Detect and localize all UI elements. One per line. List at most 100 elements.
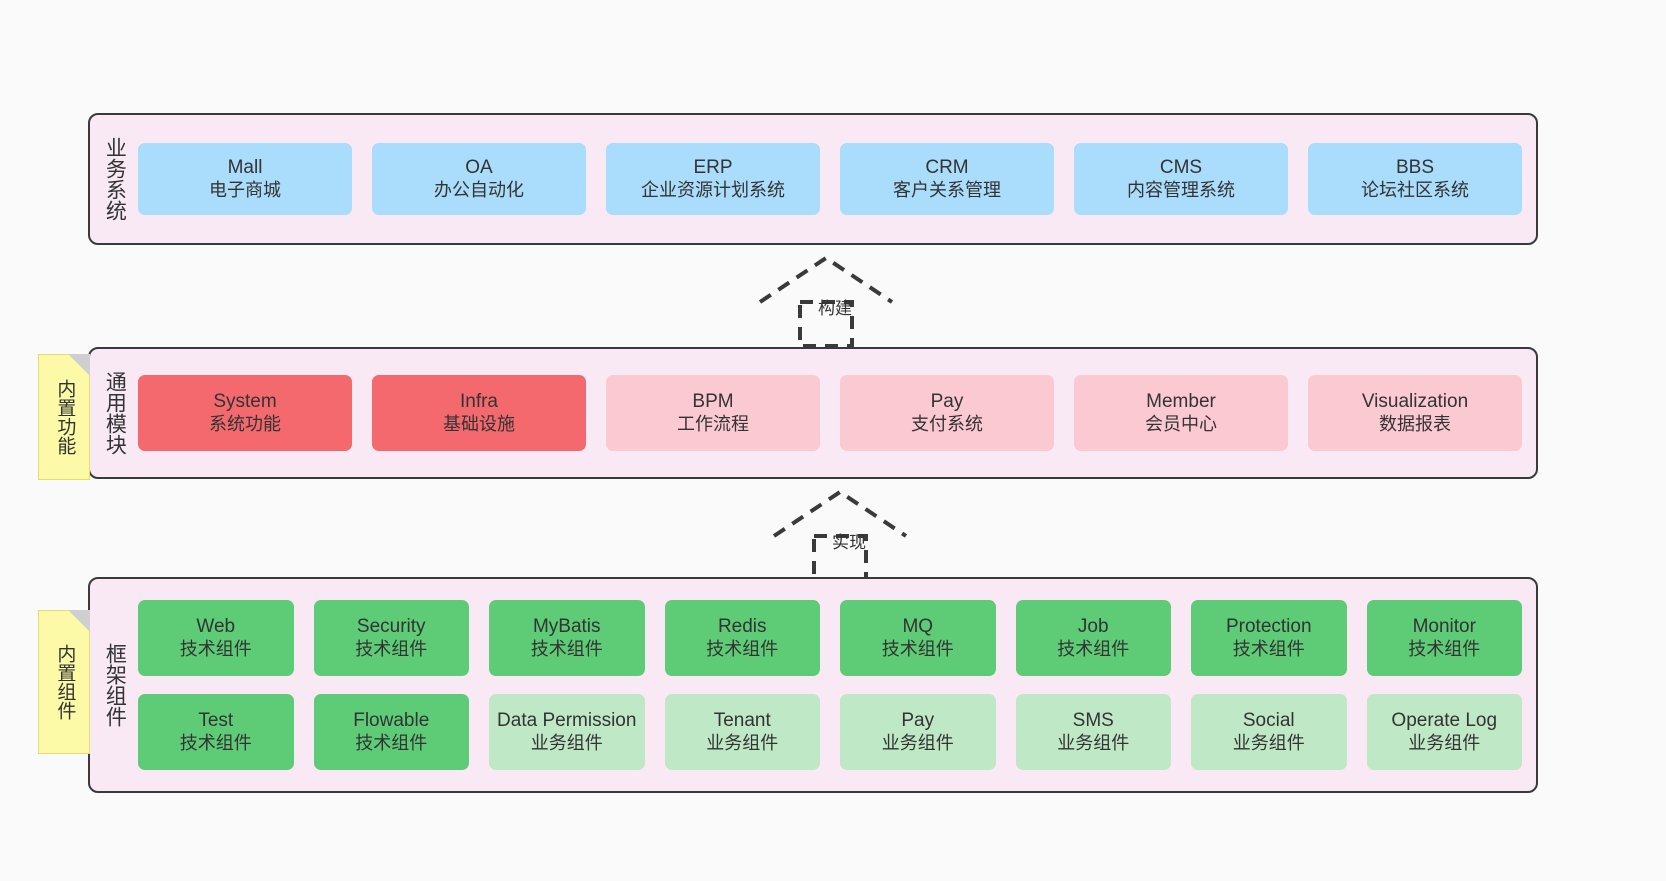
module-card-system[interactable]: System 系统功能 <box>138 375 352 451</box>
module-card-infra[interactable]: Infra 基础设施 <box>372 375 586 451</box>
connector-build-label: 构建 <box>818 299 852 318</box>
layer-common-modules: 通用模块 System 系统功能 Infra 基础设施 BPM 工作流程 Pay… <box>88 347 1538 479</box>
connector-implement-label: 实现 <box>832 533 866 552</box>
layer-framework-components-title: 框架组件 <box>103 643 127 727</box>
layer-common-modules-body: System 系统功能 Infra 基础设施 BPM 工作流程 Pay 支付系统… <box>138 349 1536 477</box>
layer-framework-components: 框架组件 Web 技术组件 Security 技术组件 MyBatis 技术组件… <box>88 577 1538 793</box>
layer-business-systems-body: Mall 电子商城 OA 办公自动化 ERP 企业资源计划系统 CRM 客户关系… <box>138 115 1536 243</box>
module-card-pay-name: Pay <box>930 391 964 413</box>
module-card-bbs-name: BBS <box>1395 157 1435 179</box>
module-card-data-permission[interactable]: Data Permission 业务组件 <box>489 694 645 770</box>
module-card-pay-business-name: Pay <box>901 710 935 732</box>
module-card-flowable-name: Flowable <box>353 710 430 732</box>
layer-business-systems: 业务系统 Mall 电子商城 OA 办公自动化 ERP 企业资源计划系统 CRM… <box>88 113 1538 245</box>
module-card-social-desc: 业务组件 <box>1232 732 1305 753</box>
module-card-monitor-desc: 技术组件 <box>1408 638 1481 659</box>
module-card-flowable[interactable]: Flowable 技术组件 <box>313 694 469 770</box>
module-card-web-name: Web <box>196 616 236 638</box>
module-card-monitor-name: Monitor <box>1412 616 1476 638</box>
module-card-test[interactable]: Test 技术组件 <box>138 694 294 770</box>
module-card-protection-name: Protection <box>1225 616 1312 638</box>
module-card-pay-desc: 支付系统 <box>911 413 983 434</box>
module-card-bpm-name: BPM <box>692 391 734 413</box>
module-card-mall-name: Mall <box>227 157 263 179</box>
module-card-mybatis-name: MyBatis <box>532 616 601 638</box>
layer-common-modules-title: 通用模块 <box>103 371 127 455</box>
module-card-system-desc: 系统功能 <box>209 413 281 434</box>
module-card-mq[interactable]: MQ 技术组件 <box>840 600 996 676</box>
module-card-pay-business-desc: 业务组件 <box>881 732 954 753</box>
module-card-social[interactable]: Social 业务组件 <box>1191 694 1347 770</box>
module-card-mall[interactable]: Mall 电子商城 <box>138 143 352 215</box>
connector-build: 构建 <box>752 254 932 350</box>
module-card-mybatis[interactable]: MyBatis 技术组件 <box>489 600 645 676</box>
module-card-erp[interactable]: ERP 企业资源计划系统 <box>606 143 820 215</box>
module-card-tenant-name: Tenant <box>713 710 771 732</box>
module-card-sms[interactable]: SMS 业务组件 <box>1015 694 1171 770</box>
module-card-bbs-desc: 论坛社区系统 <box>1361 179 1469 200</box>
module-card-redis-name: Redis <box>717 616 767 638</box>
module-card-pay[interactable]: Pay 支付系统 <box>840 375 1054 451</box>
module-card-data-permission-desc: 业务组件 <box>530 732 603 753</box>
module-card-job-name: Job <box>1077 616 1109 638</box>
implement-arrowhead-icon <box>772 489 908 538</box>
module-card-data-permission-name: Data Permission <box>497 710 637 732</box>
module-card-pay-business[interactable]: Pay 业务组件 <box>840 694 996 770</box>
module-card-mall-desc: 电子商城 <box>209 179 281 200</box>
module-card-security-desc: 技术组件 <box>355 638 428 659</box>
module-card-cms[interactable]: CMS 内容管理系统 <box>1074 143 1288 215</box>
module-card-social-name: Social <box>1242 710 1295 732</box>
build-arrow-stem-icon <box>798 300 854 348</box>
module-card-oa-name: OA <box>465 157 493 179</box>
module-card-job[interactable]: Job 技术组件 <box>1015 600 1171 676</box>
module-card-member[interactable]: Member 会员中心 <box>1074 375 1288 451</box>
module-card-erp-desc: 企业资源计划系统 <box>641 179 785 200</box>
module-card-member-desc: 会员中心 <box>1145 413 1217 434</box>
module-card-infra-name: Infra <box>459 391 499 413</box>
module-card-operate-log-desc: 业务组件 <box>1408 732 1481 753</box>
module-card-tenant[interactable]: Tenant 业务组件 <box>664 694 820 770</box>
module-card-flowable-desc: 技术组件 <box>355 732 428 753</box>
framework-components-row-1: Web 技术组件 Security 技术组件 MyBatis 技术组件 Redi… <box>138 600 1522 676</box>
module-card-protection[interactable]: Protection 技术组件 <box>1191 600 1347 676</box>
framework-components-row-2: Test 技术组件 Flowable 技术组件 Data Permission … <box>138 694 1522 770</box>
module-card-operate-log-name: Operate Log <box>1391 710 1498 732</box>
note-builtin-function: 内置功能 <box>38 354 90 480</box>
module-card-protection-desc: 技术组件 <box>1232 638 1305 659</box>
module-card-operate-log[interactable]: Operate Log 业务组件 <box>1366 694 1522 770</box>
module-card-bpm-desc: 工作流程 <box>677 413 749 434</box>
module-card-monitor[interactable]: Monitor 技术组件 <box>1366 600 1522 676</box>
module-card-security-name: Security <box>356 616 426 638</box>
module-card-tenant-desc: 业务组件 <box>706 732 779 753</box>
module-card-redis[interactable]: Redis 技术组件 <box>664 600 820 676</box>
module-card-crm-name: CRM <box>925 157 969 179</box>
module-card-mybatis-desc: 技术组件 <box>530 638 603 659</box>
note-builtin-component: 内置组件 <box>38 610 90 754</box>
module-card-redis-desc: 技术组件 <box>706 638 779 659</box>
module-card-oa[interactable]: OA 办公自动化 <box>372 143 586 215</box>
module-card-sms-desc: 业务组件 <box>1057 732 1130 753</box>
note-builtin-function-label: 内置功能 <box>54 379 76 455</box>
note-builtin-component-label: 内置组件 <box>54 644 76 720</box>
module-card-crm-desc: 客户关系管理 <box>893 179 1001 200</box>
module-card-system-name: System <box>213 391 277 413</box>
module-card-test-name: Test <box>198 710 234 732</box>
implement-arrow-stem-icon <box>812 534 868 582</box>
module-card-visualization[interactable]: Visualization 数据报表 <box>1308 375 1522 451</box>
module-card-test-desc: 技术组件 <box>179 732 252 753</box>
module-card-bbs[interactable]: BBS 论坛社区系统 <box>1308 143 1522 215</box>
layer-framework-components-body: Web 技术组件 Security 技术组件 MyBatis 技术组件 Redi… <box>138 579 1536 791</box>
common-modules-row: System 系统功能 Infra 基础设施 BPM 工作流程 Pay 支付系统… <box>138 375 1522 451</box>
module-card-infra-desc: 基础设施 <box>443 413 515 434</box>
module-card-member-name: Member <box>1146 391 1216 413</box>
module-card-web[interactable]: Web 技术组件 <box>138 600 294 676</box>
layer-business-systems-title: 业务系统 <box>103 137 127 221</box>
module-card-cms-desc: 内容管理系统 <box>1127 179 1235 200</box>
module-card-job-desc: 技术组件 <box>1057 638 1130 659</box>
module-card-mq-desc: 技术组件 <box>881 638 954 659</box>
module-card-bpm[interactable]: BPM 工作流程 <box>606 375 820 451</box>
module-card-security[interactable]: Security 技术组件 <box>313 600 469 676</box>
module-card-visualization-desc: 数据报表 <box>1379 413 1451 434</box>
module-card-crm[interactable]: CRM 客户关系管理 <box>840 143 1054 215</box>
